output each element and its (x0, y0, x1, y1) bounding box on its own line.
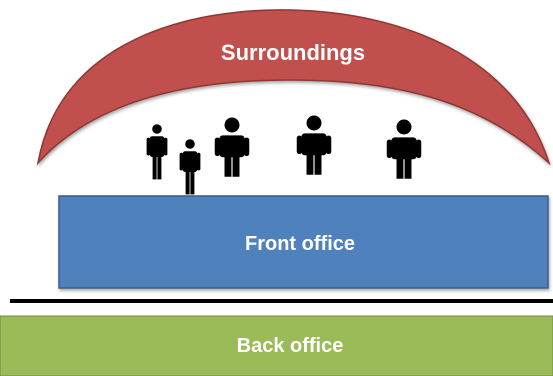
person-icon (296, 115, 332, 175)
front-office-label: Front office (245, 233, 355, 255)
surroundings-label: Surroundings (221, 40, 365, 65)
person-icon (214, 117, 250, 177)
people-group (146, 115, 422, 195)
person-icon (146, 124, 168, 180)
person-icon (386, 119, 422, 179)
surroundings-arc (36, 9, 551, 166)
person-icon (179, 139, 201, 195)
back-office-label: Back office (237, 335, 344, 357)
back-office-box (0, 315, 553, 376)
front-office-box (58, 195, 549, 289)
